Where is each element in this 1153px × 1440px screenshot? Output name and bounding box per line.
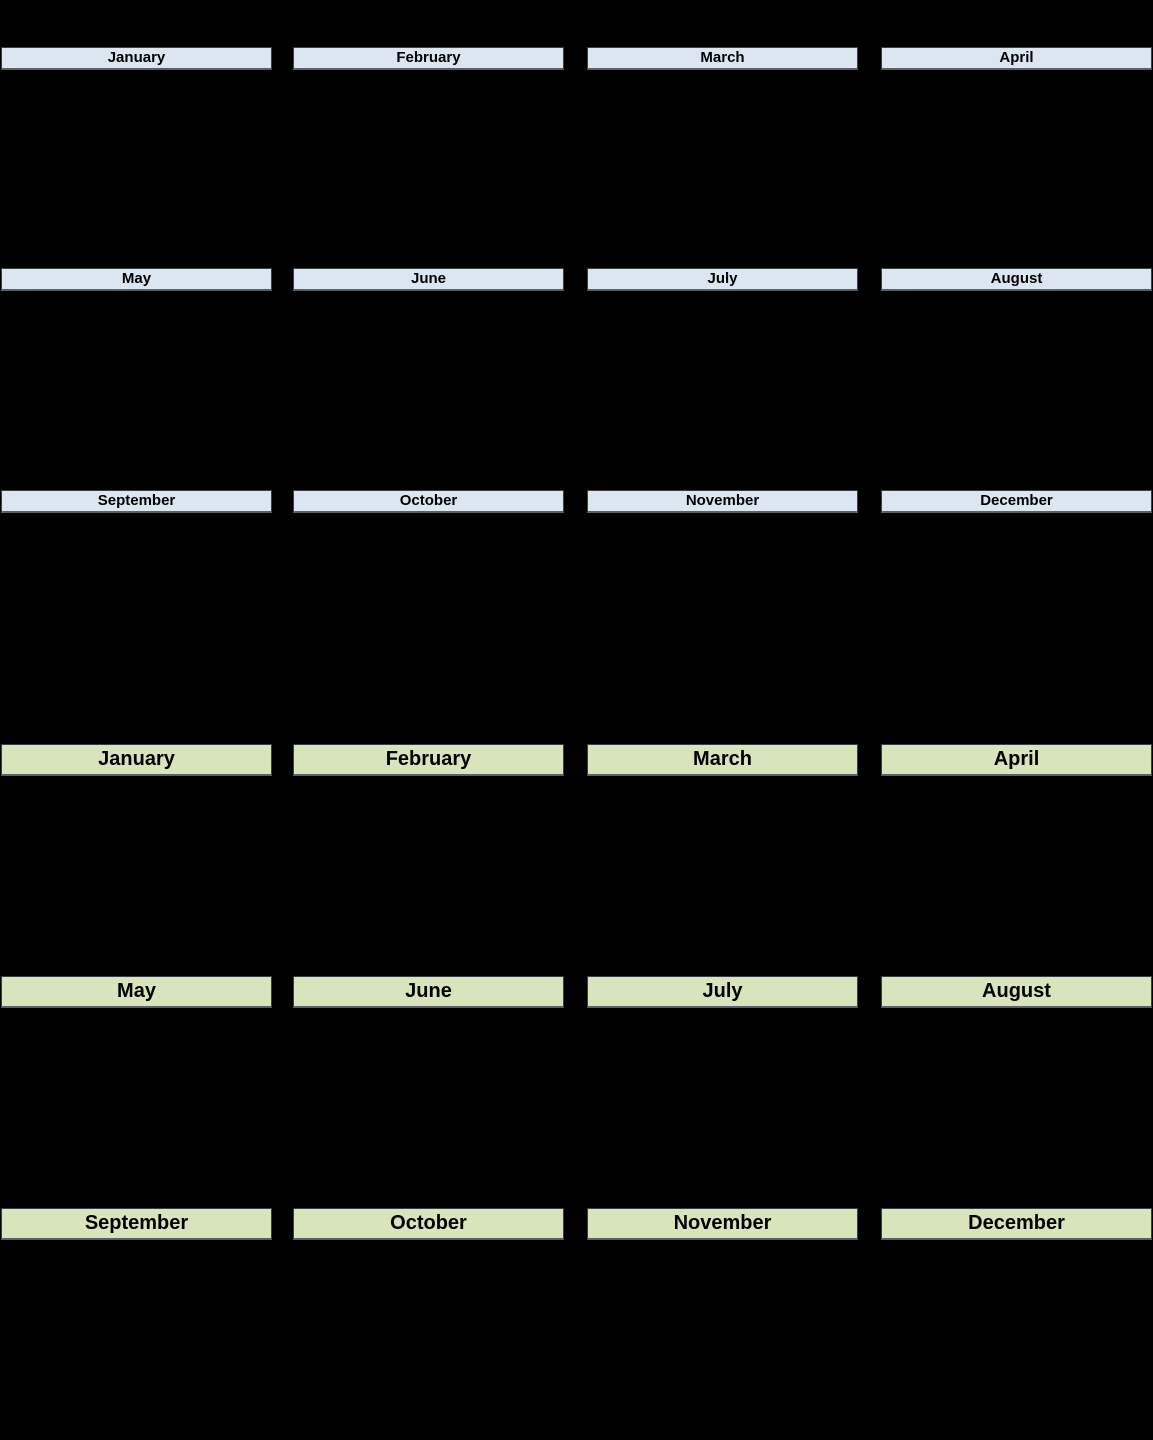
- month-grid-area: [587, 1008, 858, 1208]
- month-header-may: May: [1, 976, 272, 1008]
- month-card-top-september: September: [1, 490, 272, 711]
- month-card-top-may: May: [1, 268, 272, 489]
- month-card-top-june: June: [293, 268, 564, 489]
- month-header-june: June: [293, 976, 564, 1008]
- month-card-bottom-june: June: [293, 976, 564, 1208]
- month-card-bottom-september: September: [1, 1208, 272, 1440]
- month-grid-area: [587, 291, 858, 489]
- month-header-october: October: [293, 490, 564, 513]
- month-header-march: March: [587, 47, 858, 70]
- month-grid-area: [293, 70, 564, 268]
- month-grid-area: [293, 513, 564, 711]
- month-header-february: February: [293, 47, 564, 70]
- month-header-july: July: [587, 976, 858, 1008]
- month-grid-area: [1, 291, 272, 489]
- month-card-bottom-november: November: [587, 1208, 858, 1440]
- month-header-january: January: [1, 47, 272, 70]
- month-card-top-january: January: [1, 47, 272, 268]
- month-header-january: January: [1, 744, 272, 776]
- month-header-august: August: [881, 268, 1152, 291]
- month-card-top-february: February: [293, 47, 564, 268]
- month-card-top-july: July: [587, 268, 858, 489]
- month-grid-area: [881, 291, 1152, 489]
- month-card-bottom-march: March: [587, 744, 858, 976]
- month-header-november: November: [587, 1208, 858, 1240]
- month-grid-area: [1, 70, 272, 268]
- month-grid-area: [587, 1240, 858, 1440]
- month-header-march: March: [587, 744, 858, 776]
- month-grid-area: [293, 1008, 564, 1208]
- month-header-october: October: [293, 1208, 564, 1240]
- month-header-april: April: [881, 47, 1152, 70]
- month-header-august: August: [881, 976, 1152, 1008]
- month-header-may: May: [1, 268, 272, 291]
- month-card-bottom-february: February: [293, 744, 564, 976]
- month-grid-area: [293, 291, 564, 489]
- month-card-top-december: December: [881, 490, 1152, 711]
- month-header-september: September: [1, 490, 272, 513]
- month-grid-area: [587, 70, 858, 268]
- month-card-top-october: October: [293, 490, 564, 711]
- month-grid-area: [1, 1008, 272, 1208]
- month-card-bottom-january: January: [1, 744, 272, 976]
- month-card-bottom-august: August: [881, 976, 1152, 1208]
- month-header-april: April: [881, 744, 1152, 776]
- month-grid-area: [293, 776, 564, 976]
- month-grid-area: [1, 513, 272, 711]
- month-grid-area: [881, 1008, 1152, 1208]
- month-grid-area: [1, 1240, 272, 1440]
- month-grid-area: [881, 70, 1152, 268]
- month-card-top-march: March: [587, 47, 858, 268]
- month-card-bottom-may: May: [1, 976, 272, 1208]
- month-card-top-april: April: [881, 47, 1152, 268]
- month-grid-area: [881, 1240, 1152, 1440]
- month-grid-area: [881, 776, 1152, 976]
- month-header-december: December: [881, 1208, 1152, 1240]
- month-header-november: November: [587, 490, 858, 513]
- month-card-bottom-december: December: [881, 1208, 1152, 1440]
- month-grid-area: [1, 776, 272, 976]
- month-card-bottom-april: April: [881, 744, 1152, 976]
- month-header-june: June: [293, 268, 564, 291]
- month-header-september: September: [1, 1208, 272, 1240]
- month-card-bottom-july: July: [587, 976, 858, 1208]
- month-header-july: July: [587, 268, 858, 291]
- month-grid-area: [587, 513, 858, 711]
- month-header-february: February: [293, 744, 564, 776]
- month-header-december: December: [881, 490, 1152, 513]
- month-grid-area: [881, 513, 1152, 711]
- month-card-top-august: August: [881, 268, 1152, 489]
- month-card-top-november: November: [587, 490, 858, 711]
- month-grid-area: [587, 776, 858, 976]
- month-card-bottom-october: October: [293, 1208, 564, 1440]
- month-grid-area: [293, 1240, 564, 1440]
